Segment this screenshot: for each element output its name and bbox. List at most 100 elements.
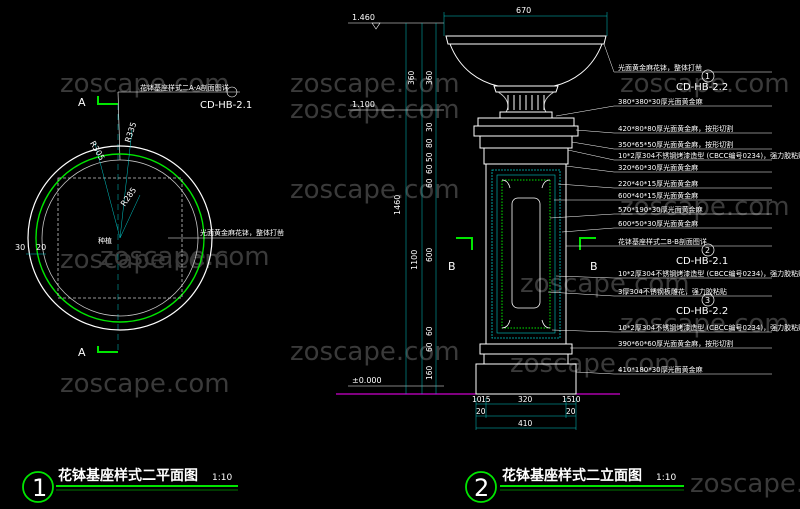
annotation-note: 380*380*30厚光面黄金麻: [555, 97, 772, 117]
plan-title-block: 1 花钵基座样式二平面图 1:10: [22, 467, 238, 503]
annotation-note: 10*2厚304不锈钢烤漆造型 (CBCC编号0234)，强力胶粘贴: [551, 323, 800, 333]
leader-line: [547, 291, 615, 297]
note-text: 570*190*30厚光面黄金麻: [618, 205, 703, 214]
vertical-dim: 60: [425, 326, 434, 336]
vertical-dim: 80: [425, 138, 434, 148]
bottom-dim: 15: [481, 395, 491, 404]
finish-note: 光面黄金麻花钵，整体打凿: [200, 228, 284, 237]
detail-ref-circle: [701, 243, 715, 257]
inner-dim-chain: 360 360 30 80 50 60 60 600 60 60 160: [407, 70, 434, 380]
note-text: 390*60*60厚光面黄金麻，按形切割: [618, 339, 733, 348]
note-text: 320*60*30厚光面黄金麻: [618, 163, 698, 172]
detail-ref-number: 3: [705, 296, 710, 305]
annotation-note: 600*50*30厚光面黄金麻: [561, 219, 772, 233]
leader-line: [561, 227, 615, 233]
elevation-title: 花钵基座样式二立面图: [502, 467, 642, 484]
detail-ref-number: 2: [705, 246, 710, 255]
note-text: 花钵基座样式二B-B剖面图详: [618, 237, 707, 246]
level-label: ±0.000: [352, 376, 382, 385]
bottom-dim: 20: [476, 407, 486, 416]
section-mark-label: A: [78, 96, 86, 109]
note-text: 350*65*50厚光面黄金麻，按形切割: [618, 140, 733, 149]
thickness-label: 30: [15, 243, 25, 252]
detail-ref-number: 1: [705, 72, 710, 81]
elevation-title-block: 2 花钵基座样式二立面图 1:10: [465, 467, 684, 503]
detail-ref: CD-HB-2.2: [676, 82, 728, 93]
watermark: zoscape.com: [290, 337, 460, 367]
annotation-note: 390*60*60厚光面黄金麻，按形切割: [570, 339, 772, 349]
note-text: 3厚304不锈钢板雕花，强力胶粘贴: [618, 287, 727, 296]
section-mark-label: B: [448, 260, 456, 273]
level-label: 1.460: [352, 13, 375, 22]
bottom-dims: 10 15 320 15 10 20 20 410: [472, 395, 581, 430]
watermarks: zoscape.com zoscape.com zoscape.com zosc…: [60, 69, 800, 499]
level-marker-top: 1.460: [348, 13, 444, 30]
leader-line: [571, 141, 615, 150]
leader-line: [555, 105, 615, 117]
leader-line: [565, 165, 615, 173]
pedestal-caps: [473, 117, 579, 165]
annotation-note: 570*190*30厚光面黄金麻: [549, 205, 772, 219]
annotation-note: 600*40*15厚光面黄金麻: [554, 191, 772, 201]
section-mark-label: B: [590, 260, 598, 273]
pedestal-base: [475, 343, 577, 395]
bottom-dim: 15: [562, 395, 572, 404]
annotation-note: 320*60*30厚光面黄金麻: [565, 163, 772, 173]
vertical-dim: 50: [425, 152, 434, 162]
detail-ref-circle: [701, 293, 715, 307]
note-text: 光面黄金麻花钵，整体打凿: [618, 63, 702, 72]
top-width-dim: 670: [516, 6, 531, 15]
plan-view: A A 花钵基座样式二A-A剖面图详 CD-HB-2.1 R305 R335 R…: [15, 83, 284, 503]
watermark: zoscape.com: [620, 69, 790, 99]
vertical-dim: 1460: [393, 195, 402, 215]
vertical-dim: 60: [425, 164, 434, 174]
watermark: zoscape.com: [60, 69, 230, 99]
level-marker-ground: ±0.000: [348, 376, 444, 387]
title-number: 1: [32, 474, 47, 502]
bottom-dim: 320: [518, 395, 533, 404]
bottom-dim: 410: [518, 419, 533, 428]
section-marker-a-top: A: [78, 96, 118, 109]
plan-base-square: [57, 177, 183, 299]
vertical-dim: 360: [407, 70, 416, 85]
center-label: 种植: [98, 236, 112, 245]
leader-line: [557, 183, 615, 189]
annotation-note: 10*2厚304不锈钢烤漆造型 (CBCC编号0234)，强力胶粘贴: [555, 269, 800, 279]
note-text: 10*2厚304不锈钢烤漆造型 (CBCC编号0234)，强力胶粘贴: [618, 151, 800, 160]
watermark: zoscape.com: [620, 309, 790, 339]
leader-line: [549, 213, 615, 219]
annotation-note: 350*65*50厚光面黄金麻，按形切割: [571, 140, 772, 150]
vertical-dim: 60: [425, 178, 434, 188]
leader-line: [567, 149, 615, 161]
section-marker-b-right: B: [579, 237, 598, 273]
radius-label: R335: [123, 121, 138, 144]
bottom-dim: 10: [472, 395, 482, 404]
detail-ref-circle: [701, 69, 715, 83]
plan-scale: 1:10: [212, 473, 232, 483]
vertical-dim: 30: [425, 122, 434, 132]
annotation-note: 10*2厚304不锈钢烤漆造型 (CBCC编号0234)，强力胶粘贴: [567, 149, 800, 161]
pedestal-body: [485, 163, 567, 345]
watermark: zoscape.com: [620, 192, 790, 222]
bottom-dim: 10: [571, 395, 581, 404]
watermark: zoscape.com: [290, 69, 460, 99]
vertical-dim: 160: [425, 365, 434, 380]
watermark: zoscape.com: [690, 469, 800, 499]
annotation-notes: 光面黄金麻花钵，整体打凿1CD-HB-2.2380*380*30厚光面黄金麻42…: [547, 43, 800, 375]
vertical-dim: 60: [425, 342, 434, 352]
section-mark-label: A: [78, 346, 86, 359]
detail-ref: CD-HB-2.2: [676, 306, 728, 317]
watermark: zoscape.com: [520, 269, 690, 299]
annotation-note: 220*40*15厚光面黄金麻: [557, 179, 772, 189]
watermark: zoscape.com: [290, 175, 460, 205]
level-marker-mid: 1.100: [348, 100, 444, 111]
note-text: 600*40*15厚光面黄金麻: [618, 191, 698, 200]
bottom-dim: 20: [566, 407, 576, 416]
thickness-label: 20: [36, 243, 46, 252]
section-marker-a-bottom: A: [78, 346, 118, 359]
level-label: 1.100: [352, 100, 375, 109]
